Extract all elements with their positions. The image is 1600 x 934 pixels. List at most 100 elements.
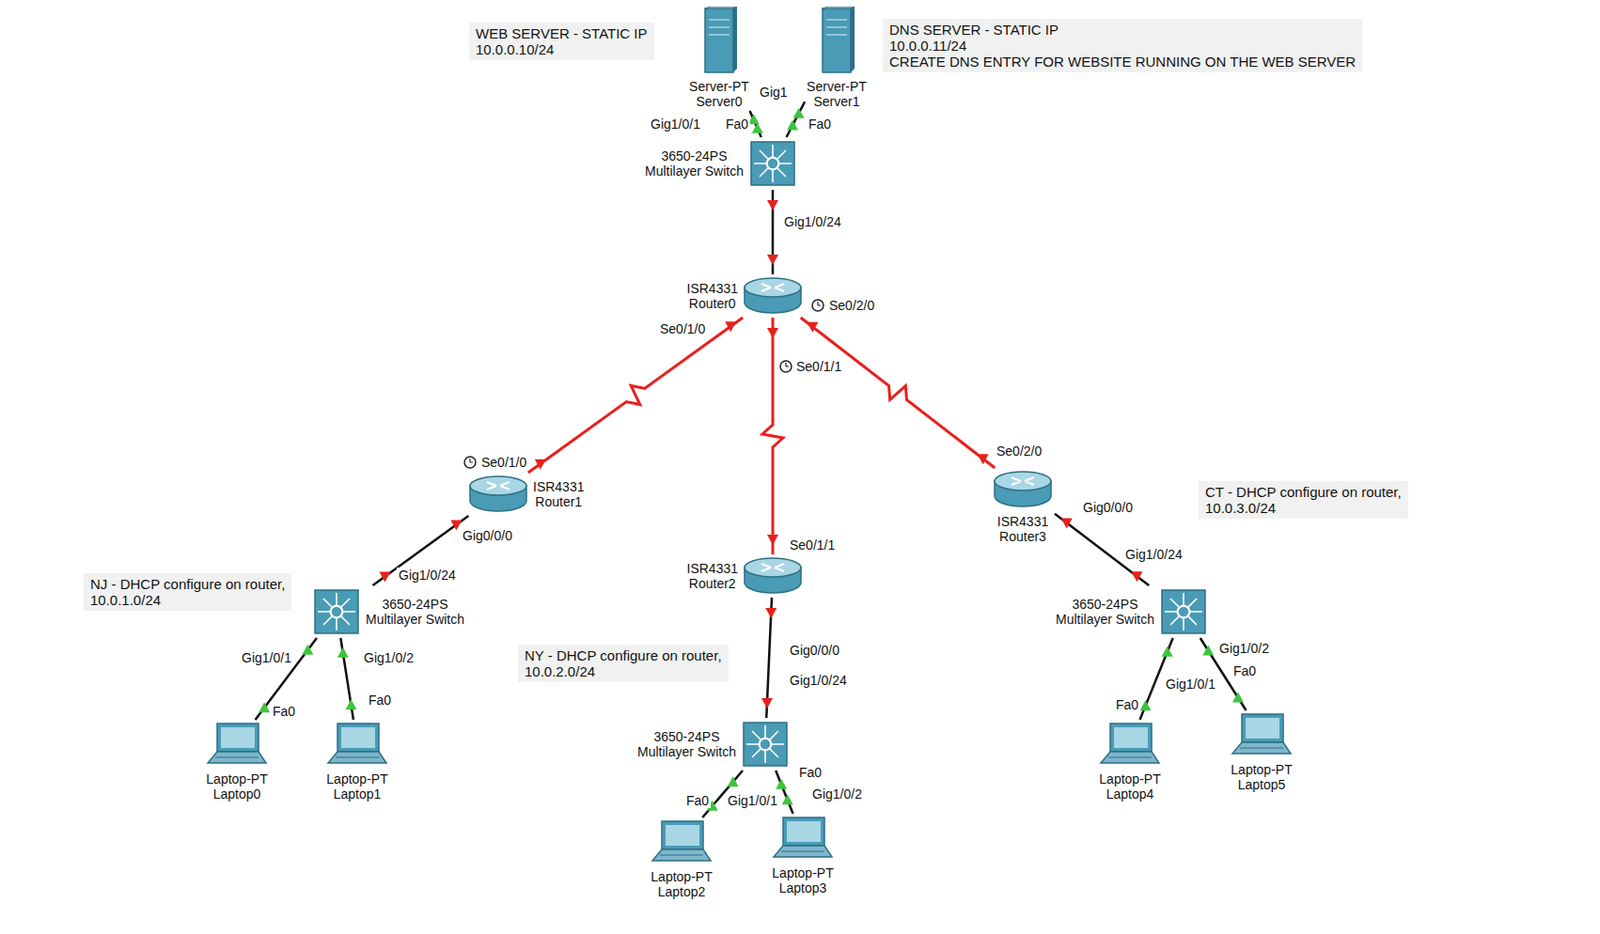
interface-label: Gig1/0/24 [1123,547,1185,563]
interface-label: Fa0 [684,793,711,809]
device-label: ISR4331 [687,561,738,577]
link-status [793,108,805,119]
device-label: Laptop-PT [650,869,712,885]
device-label: ISR4331 [533,479,584,495]
link-status [786,119,799,130]
ethernet-link [786,101,806,138]
serial-link [528,317,743,473]
laptop-device: Laptop-PTLaptop2 [650,819,713,900]
device-label: Laptop1 [326,786,388,802]
note-text: CT - DHCP configure on router, [1205,484,1402,501]
note-text: DNS SERVER - STATIC IP [889,21,1356,38]
device-label: Router1 [533,494,584,510]
link-status [767,534,779,546]
device-label: Multilayer Switch [637,744,737,760]
laptop-device: Laptop-PTLaptop4 [1098,721,1161,802]
note-text: 10.0.1.0/24 [90,592,285,609]
link-status [724,321,737,332]
link-status [727,776,739,787]
laptop-icon [650,819,713,865]
device-label: Laptop5 [1230,777,1292,793]
interface-label: Gig1/0/24 [782,214,844,230]
interface-label: Se0/2/0 [827,298,877,314]
note-text: 10.0.0.10/24 [475,41,648,58]
router-icon [742,556,803,597]
interface-label: Gig1 [757,84,790,100]
device-label: ISR4331 [997,514,1049,530]
link-status [752,123,764,134]
link-status [1161,646,1174,658]
link-status [767,254,779,266]
server-device: Server-PTServer1 [806,6,867,110]
link-status [301,644,314,656]
interface-label: Gig1/0/1 [725,793,780,809]
note-box: CT - DHCP configure on router,10.0.3.0/2… [1198,481,1409,519]
interface-label: Fa0 [366,692,393,708]
note-box: DNS SERVER - STATIC IP10.0.0.11/24CREATE… [882,18,1363,73]
interface-label: Se0/2/0 [994,443,1044,459]
laptop-device: Laptop-PTLaptop5 [1230,712,1293,793]
router-device: ISR4331Router3 [992,470,1053,545]
switch-device: 3650-24PSMultilayer Switch [1055,587,1208,637]
laptop-icon [326,721,389,768]
device-label: Laptop3 [771,880,833,896]
link-status [765,608,777,619]
link-status [806,322,818,333]
device-label: 3650-24PS [637,729,737,745]
router-icon [468,474,529,515]
switch-icon [748,139,798,189]
interface-label: Gig1/0/1 [1163,676,1218,692]
laptop-icon [1098,721,1161,768]
link-status [1232,691,1244,703]
router-icon [992,470,1053,510]
device-label: Router3 [997,529,1049,545]
note-box: NJ - DHCP configure on router,10.0.1.0/2… [83,573,292,612]
switch-icon [740,720,790,769]
interface-label: Gig1/0/2 [810,786,864,802]
note-text: WEB SERVER - STATIC IP [475,25,648,42]
device-label: Laptop-PT [771,865,833,881]
interface-label: Se0/1/1 [787,537,837,553]
laptop-device: Laptop-PTLaptop3 [771,815,834,896]
server-icon [816,6,857,75]
device-label: Laptop2 [650,884,712,900]
link-status [258,702,270,713]
interface-label: Se0/1/0 [658,321,707,337]
interface-label: Se0/1/1 [794,359,844,375]
device-label: Laptop-PT [1230,762,1292,778]
link-status [345,699,357,710]
device-label: Laptop0 [205,786,267,802]
link-status [337,647,349,659]
interface-label: Fa0 [1113,697,1141,713]
note-text: 10.0.3.0/24 [1205,500,1402,517]
clock-symbol [812,299,824,312]
link-status [1140,700,1152,711]
device-label: Laptop-PT [1098,771,1161,787]
note-text: 10.0.2.0/24 [524,663,722,680]
laptop-device: Laptop-PTLaptop0 [205,721,268,802]
interface-label: Fa0 [723,116,751,132]
switch-device: 3650-24PSMultilayer Switch [312,587,465,637]
device-label: Laptop4 [1098,786,1161,802]
interface-label: Gig0/0/0 [1081,500,1135,516]
interface-label: Fa0 [1231,663,1258,679]
link-status [1130,571,1143,582]
interface-label: Gig1/0/2 [361,650,416,666]
device-label: Laptop-PT [326,771,388,787]
router-device: ISR4331Router1 [468,474,584,515]
clock-symbol [780,360,792,373]
device-label: Multilayer Switch [1055,611,1155,628]
link-status [534,459,547,471]
link-status [767,328,779,339]
device-label: Multilayer Switch [644,163,744,179]
device-label: ISR4331 [687,281,738,297]
serial-link [762,317,784,555]
router-device: ISR4331Router0 [687,276,803,316]
device-label: 3650-24PS [1055,596,1155,612]
interface-label: Fa0 [270,704,298,720]
interface-label: Gig1/0/2 [1217,641,1271,657]
note-text: NJ - DHCP configure on router, [90,576,285,593]
device-label: Server1 [806,94,867,110]
link-status [1061,518,1073,530]
